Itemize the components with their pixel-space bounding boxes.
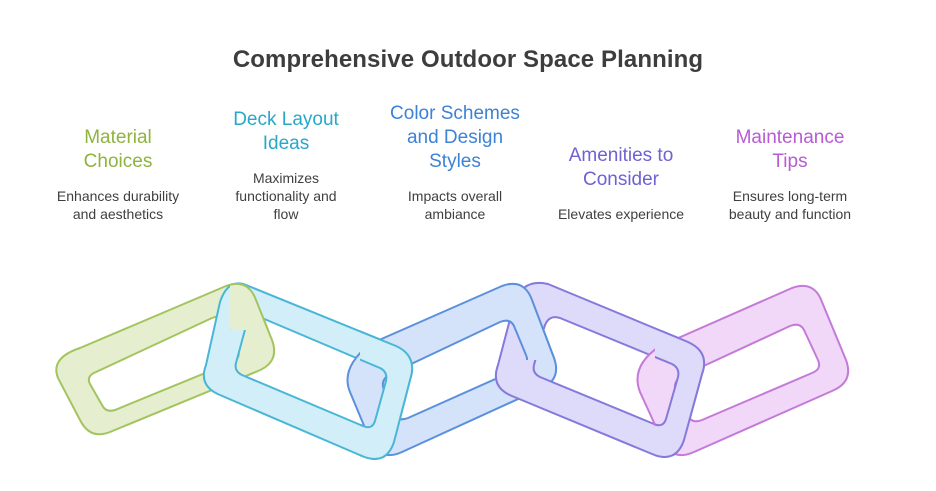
diagram-title: Comprehensive Outdoor Space Planning xyxy=(232,46,704,73)
chain-overlap-deck xyxy=(360,330,414,460)
deck-layout-description: Maximizes functionality and flow xyxy=(235,170,337,222)
color-schemes-title: Color Schemes and Design Styles xyxy=(390,103,520,172)
amenities-title: Amenities to Consider xyxy=(568,145,674,190)
material-choices-description: Enhances durability and aesthetics xyxy=(56,188,180,222)
amenities-description: Elevates experience xyxy=(557,206,685,222)
deck-layout-title: Deck Layout Ideas xyxy=(233,109,339,154)
amenities-item: Amenities to Consider Elevates experienc… xyxy=(526,144,716,223)
material-choices-title: Material Choices xyxy=(83,127,153,172)
maintenance-item: Maintenance Tips Ensures long-term beaut… xyxy=(695,126,885,223)
chain-overlap-amenities xyxy=(655,330,706,458)
color-schemes-description: Impacts overall ambiance xyxy=(407,188,503,222)
maintenance-description: Ensures long-term beauty and function xyxy=(728,188,852,222)
chain-overlap-material xyxy=(230,282,270,330)
color-schemes-item: Color Schemes and Design Styles Impacts … xyxy=(360,102,550,223)
chain-overlap-color-schemes xyxy=(508,282,556,360)
deck-layout-item: Deck Layout Ideas Maximizes functionalit… xyxy=(191,108,381,223)
material-choices-item: Material Choices Enhances durability and… xyxy=(23,126,213,223)
maintenance-title: Maintenance Tips xyxy=(735,127,845,172)
